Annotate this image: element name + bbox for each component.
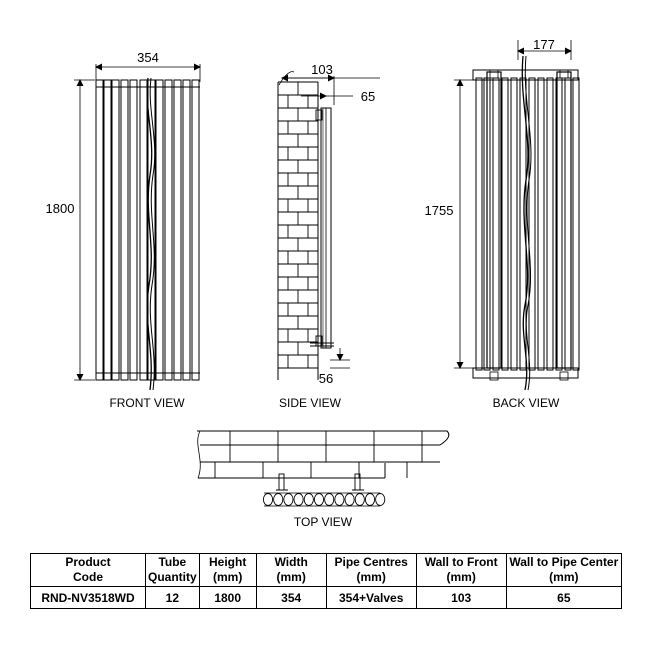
wall-to-pipe-label: 65 [361,89,375,104]
header-width: Width(mm) [255,553,327,587]
back-cable-line [521,55,529,391]
back-tube [501,77,509,371]
back-right-bracket [556,71,572,369]
back-cable-line-2 [524,55,532,391]
back-view-label: BACK VIEW [493,396,560,410]
back-tube [572,77,580,371]
top-tube [273,493,284,506]
top-tube [293,493,304,506]
top-tube [334,493,345,506]
front-tube [191,79,200,381]
wall-to-front-label: 103 [311,62,333,77]
top-wall-bricks [200,431,440,478]
front-tube [111,79,120,381]
front-tube [182,79,191,381]
top-tube [313,493,325,506]
front-tube [103,79,112,381]
cell-wall-to-pipe-center: 65 [505,586,623,609]
back-bracket-width-label: 177 [533,37,555,52]
technical-drawing: 354 1800 FRONT VIEW 103 65 56 SIDE VIEW [46,37,580,529]
back-tube [537,77,545,371]
header-height: Height(mm) [198,553,257,587]
top-left-valve [278,473,285,491]
back-tube [528,77,536,371]
front-width-label: 354 [137,50,159,65]
front-tube [155,79,164,381]
back-tube [510,77,518,371]
back-tube [555,77,563,371]
top-tube [283,493,294,506]
top-tube [375,493,386,506]
header-wall-to-pipe-center: Wall to Pipe Center(mm) [505,553,623,587]
side-view-label: SIDE VIEW [279,396,342,410]
front-view-label: FRONT VIEW [109,396,185,410]
cell-product-code: RND-NV3518WD [30,586,146,609]
header-wall-to-front: Wall to Front(mm) [415,553,507,587]
back-tube [492,77,500,371]
side-top-bracket [315,109,323,121]
front-tube [164,79,173,381]
front-view [74,63,201,391]
side-bottom-label: 56 [319,371,333,386]
front-tube [139,79,148,381]
back-tube [546,77,554,371]
top-tube [303,493,314,506]
cell-wall-to-front: 103 [415,586,507,609]
front-tube [129,79,138,381]
cell-tube-quantity: 12 [145,586,200,609]
front-cable-line-2 [149,77,156,391]
top-tube [324,493,335,506]
back-tube [564,77,572,371]
header-pipe-centres: Pipe Centres(mm) [325,553,417,587]
front-height-label: 1800 [46,201,75,216]
front-cable-line [146,77,153,391]
front-tubes [95,79,200,381]
top-view-label: TOP VIEW [294,515,353,529]
top-tube [262,493,274,506]
side-view [277,71,380,380]
top-tube [364,493,376,506]
top-view [197,430,450,507]
cell-height: 1800 [198,586,257,609]
back-view [454,40,580,391]
back-left-bracket [486,71,502,369]
top-tube [354,493,365,506]
spec-table-row: RND-NV3518WD 12 1800 354 354+Valves 103 … [30,586,623,609]
front-tube [173,79,182,381]
front-tube [95,79,104,381]
back-bottom-rail [472,367,579,379]
top-tubes [262,493,386,506]
side-wall-bricks [277,81,319,380]
cell-pipe-centres: 354+Valves [325,586,417,609]
top-tube [344,493,355,506]
back-height-label: 1755 [425,203,454,218]
cell-width: 354 [255,586,327,609]
back-tube [475,77,483,371]
front-tube [120,79,129,381]
